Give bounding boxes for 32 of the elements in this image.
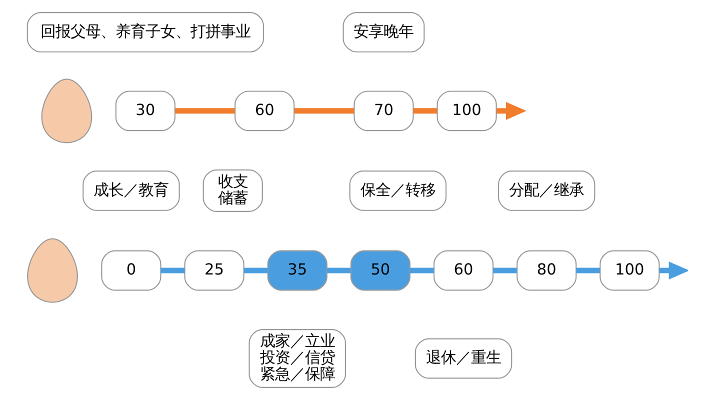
- arrow: [659, 262, 688, 280]
- connector: [410, 268, 434, 274]
- node-box: 0: [101, 250, 162, 291]
- node-box: 保全／转移: [349, 170, 447, 211]
- node-box: 80: [516, 250, 577, 291]
- node-box: 100: [600, 250, 660, 291]
- node-person: [27, 238, 78, 303]
- connector: [576, 268, 600, 274]
- node-box: 安享晚年: [342, 12, 425, 52]
- node-box: 退休／重生: [414, 338, 512, 379]
- node-box: 30: [115, 90, 176, 132]
- node-box: 成家／立业 投资／信贷 紧急／保障: [248, 328, 346, 388]
- connector: [175, 108, 235, 114]
- node-box: 25: [184, 250, 244, 291]
- connector: [493, 268, 517, 274]
- node-box: 成长／教育: [82, 170, 180, 211]
- connector: [244, 268, 268, 274]
- node-box: 35: [267, 250, 328, 291]
- node-box: 分配／继承: [498, 170, 596, 211]
- node-box: 70: [354, 90, 414, 132]
- node-box: 50: [350, 250, 410, 291]
- connector: [294, 108, 354, 114]
- node-person: [41, 78, 92, 144]
- node-box: 60: [234, 90, 295, 132]
- arrow: [496, 102, 526, 120]
- node-box: 回报父母、养育子女、打拼事业: [26, 12, 264, 52]
- connector: [160, 268, 185, 274]
- node-box: 100: [436, 90, 497, 132]
- node-box: 60: [433, 250, 494, 291]
- node-box: 收支 储蓄: [202, 169, 263, 212]
- connector: [326, 268, 351, 274]
- connector: [413, 108, 438, 114]
